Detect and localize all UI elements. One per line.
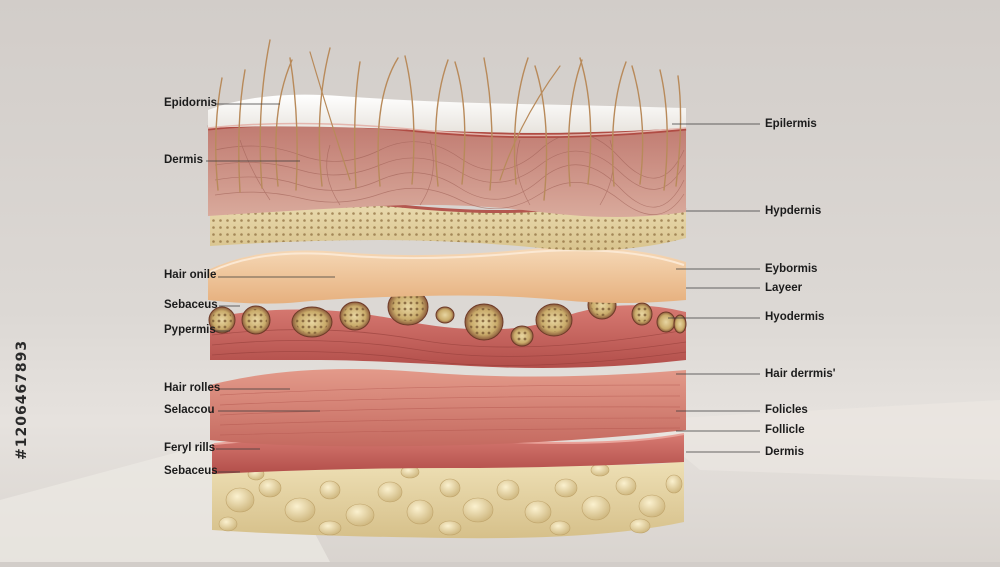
label-hypdernis: Hypdernis <box>765 205 822 217</box>
muscle-block-layer <box>210 368 686 447</box>
epidermis-top <box>207 94 687 137</box>
label-folicles: Folicles <box>765 404 808 416</box>
label-hair-rolles: Hair rolles <box>164 382 221 394</box>
label-dermis-left: Dermis <box>164 154 203 166</box>
label-selaccou: Selaccou <box>164 404 215 416</box>
label-feryl-rills: Feryl rills <box>164 442 216 454</box>
label-pypermis: Pypermis <box>164 324 216 336</box>
label-eybormis: Eybormis <box>765 263 818 275</box>
label-sebaceus-1: Sebaceus <box>164 299 218 311</box>
peach-layer <box>208 247 686 304</box>
label-layeer: Layeer <box>765 282 803 294</box>
label-epidornis: Epidornis <box>164 97 218 109</box>
dermis-block <box>207 120 687 217</box>
hair-strands <box>215 39 682 201</box>
label-sebaceus-2: Sebaceus <box>164 465 218 477</box>
label-follicle: Follicle <box>765 424 805 436</box>
label-hair-derrmis: Hair derrmis' <box>765 368 836 380</box>
label-hair-onile: Hair onile <box>164 269 217 281</box>
label-dermis-right: Dermis <box>765 446 804 458</box>
right-leader-lines <box>668 123 760 453</box>
base-fat-layer <box>212 458 684 539</box>
label-hyodermis: Hyodermis <box>765 311 825 323</box>
image-id-vertical: #1206467893 <box>14 339 30 460</box>
left-leader-lines <box>206 103 335 473</box>
label-epilermis: Epilermis <box>765 118 817 130</box>
